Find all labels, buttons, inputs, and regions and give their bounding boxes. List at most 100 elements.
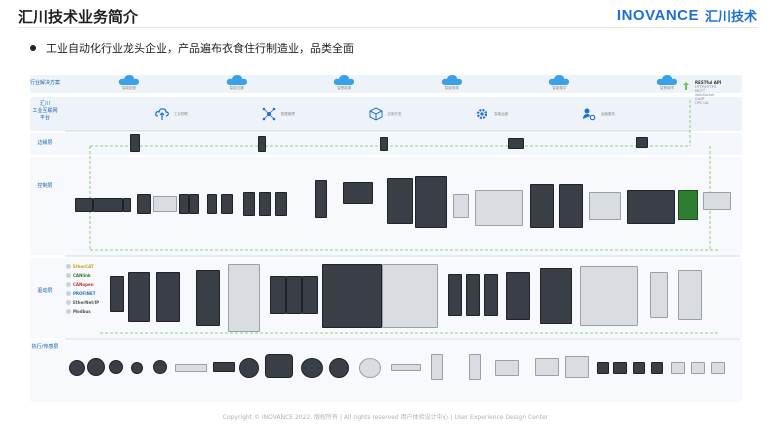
api-item: CoAP	[695, 97, 705, 101]
platform-item-label: 数据管理	[280, 112, 295, 116]
plc-module	[153, 196, 177, 212]
protocol-item: CANopen	[66, 282, 106, 287]
servo-motor	[301, 358, 323, 378]
edge-gateway-device	[636, 137, 648, 148]
servo-motor	[153, 360, 167, 374]
protocol-item: EtherNet/IP	[66, 300, 106, 305]
platform-item-label: 运营服务	[601, 112, 615, 116]
motion-controller	[627, 190, 675, 224]
servo-motor	[87, 358, 105, 376]
cloud-item: 智能楼宇	[548, 74, 570, 96]
inverter-cabinet	[228, 264, 260, 332]
inverter-device	[128, 272, 150, 322]
execution-devices	[65, 350, 735, 390]
servo-drive	[110, 276, 124, 312]
platform-band	[30, 97, 742, 131]
edge-hmi-device	[508, 138, 524, 149]
laptop-device	[703, 192, 731, 210]
platform-item: 运营服务	[582, 104, 615, 124]
protocol-label: CANlink	[73, 273, 91, 278]
cloud-icon	[549, 75, 570, 85]
layer-label-solutions: 行业解决方案	[30, 80, 61, 86]
sensor-device	[633, 362, 645, 374]
induction-motor	[265, 354, 293, 378]
cnc-device	[387, 178, 413, 224]
servo-drive	[270, 276, 286, 314]
brand-logo: INOVANCE 汇川技术	[617, 6, 757, 25]
api-item: OPC UA	[695, 101, 709, 105]
servo-motor	[69, 360, 85, 376]
control-devices	[75, 170, 731, 250]
restful-api-block: RESTful API HTTP/HTTPS MQTT WebSocket Co…	[683, 80, 735, 105]
inverter-device	[156, 272, 180, 322]
plc-device	[75, 198, 93, 212]
servo-drive	[484, 274, 498, 316]
panel-pc	[475, 190, 523, 226]
multi-axis-drive	[322, 264, 382, 328]
platform-item: 数据管理	[262, 104, 295, 124]
cloud-label: 智慧城市	[659, 86, 674, 90]
cylinder	[495, 360, 519, 376]
cloud-item: 智能交通	[226, 74, 248, 96]
cloud-upload-icon	[155, 108, 169, 120]
network-icon	[262, 107, 276, 121]
hmi-device	[343, 182, 373, 204]
brand-chinese-name: 汇川技术	[704, 10, 757, 25]
protocol-dot-icon	[66, 291, 71, 296]
cloud-item: 智慧城市	[656, 74, 678, 96]
cloud-label: 智能制造	[122, 86, 136, 90]
servo-drive	[466, 274, 480, 316]
drive-cabinet	[678, 270, 702, 320]
linear-motor	[213, 362, 235, 372]
sensor-device	[651, 362, 663, 374]
protocol-label: EtherNet/IP	[73, 300, 100, 305]
six-axis-robot	[469, 354, 481, 380]
cloud-item: 智能电梯	[441, 74, 463, 96]
valve-island	[535, 358, 559, 376]
encoder	[131, 362, 143, 374]
brand-wordmark: INOVANCE	[616, 7, 699, 24]
sensor-device	[711, 362, 725, 374]
protocol-label: CANopen	[73, 282, 94, 287]
layer-label-platform: 汇川 工业互联网 平台	[32, 101, 58, 121]
edge-gateway-device	[130, 134, 140, 152]
ball-screw	[391, 364, 421, 371]
gear-reducer	[359, 358, 381, 378]
protocol-dot-icon	[66, 300, 71, 305]
vision-camera	[613, 362, 627, 374]
controller-device	[453, 194, 469, 218]
protocol-dot-icon	[66, 264, 71, 269]
layer-label-drive: 驱动层	[37, 288, 53, 294]
plc-device	[275, 192, 287, 216]
plc-device	[179, 194, 189, 214]
layer-label-control: 控制层	[37, 183, 53, 189]
cube-icon	[369, 107, 382, 121]
protocol-item: CANlink	[66, 273, 106, 278]
plc-device	[243, 192, 255, 216]
edge-gateway-device	[380, 137, 388, 151]
hmi-device	[530, 184, 554, 228]
protocol-list: EtherCAT CANlink CANopen PROFINET EtherN…	[66, 264, 106, 314]
inverter-device	[540, 268, 572, 324]
page-title: 汇川技术业务简介	[18, 8, 139, 26]
cloud-label: 智慧能源	[337, 86, 352, 90]
platform-row: 工业物联 数据管理 应用开发 智能运维 运营服务	[155, 104, 615, 124]
motion-card	[678, 190, 698, 220]
cloud-icon	[226, 75, 247, 85]
inverter-device	[506, 272, 530, 320]
plc-device	[123, 198, 131, 212]
panel-pc	[589, 192, 621, 220]
platform-item-label: 智能运维	[494, 112, 509, 116]
protocol-dot-icon	[66, 309, 71, 314]
platform-item: 应用开发	[369, 104, 402, 124]
protocol-dot-icon	[66, 282, 71, 287]
protocol-label: PROFINET	[73, 291, 96, 296]
servo-drive	[302, 276, 318, 314]
platform-item-label: 工业物联	[174, 112, 188, 116]
cloud-item: 智能制造	[118, 74, 140, 96]
plc-device	[137, 194, 151, 214]
bullet-dot-icon	[30, 45, 36, 51]
drive-devices	[110, 262, 730, 334]
intro-text: 工业自动化行业龙头企业，产品遍布衣食住行制造业，品类全面	[46, 42, 354, 55]
